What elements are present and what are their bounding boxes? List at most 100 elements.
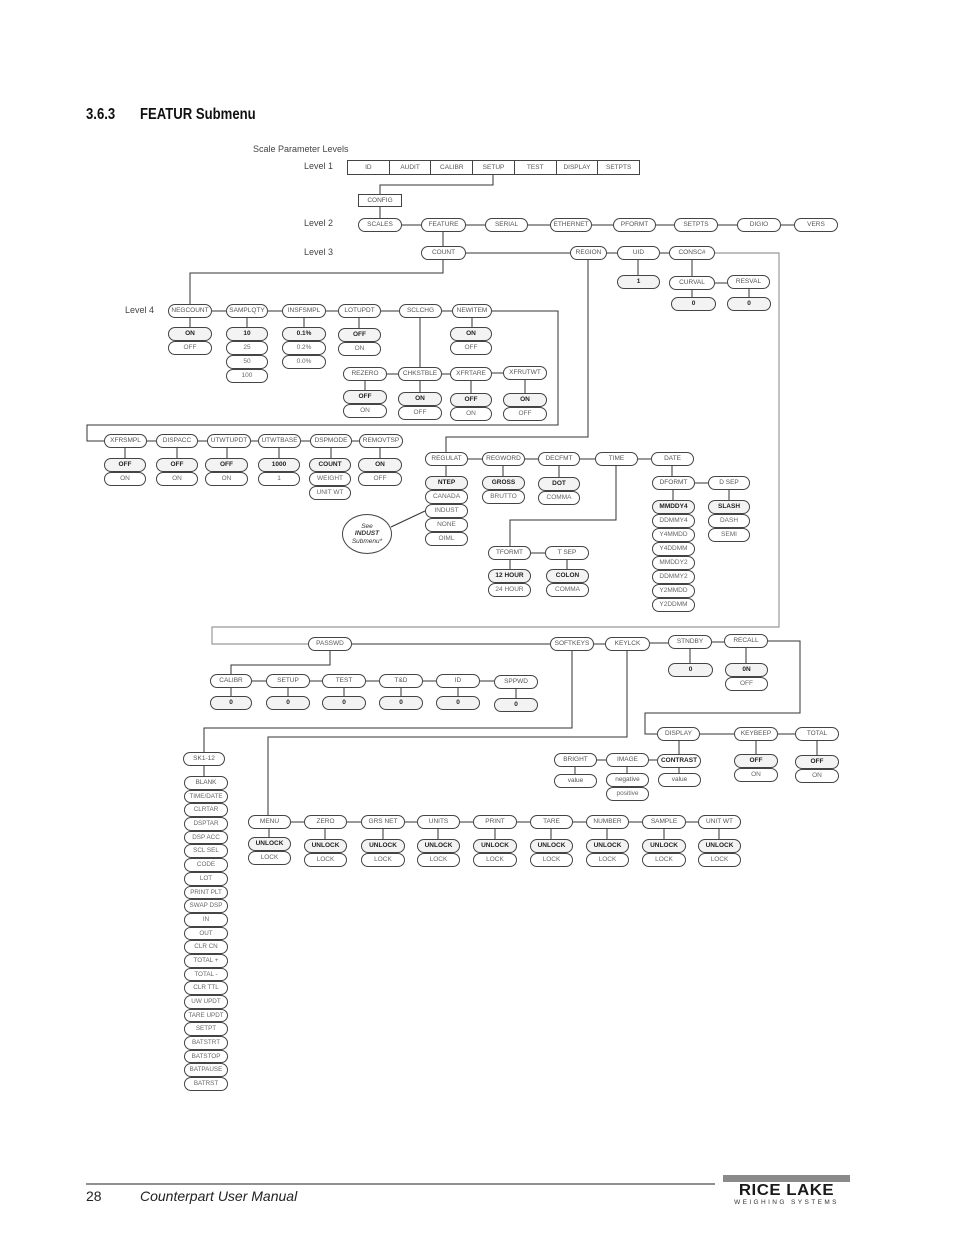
regulat-options: NTEP CANADA INDUST NONE OIML bbox=[425, 476, 468, 546]
node-kl-tare: TARE bbox=[530, 815, 573, 829]
page-number: 28 bbox=[86, 1188, 102, 1204]
utwtbase-options: 1000 1 bbox=[258, 458, 300, 486]
contrast-options: value bbox=[658, 773, 701, 787]
option: positive bbox=[606, 787, 649, 801]
option: COLON bbox=[546, 569, 589, 583]
node-xfrutwt: XFRUTWT bbox=[503, 366, 547, 380]
option: 25 bbox=[226, 341, 268, 355]
bright-options: value bbox=[554, 774, 597, 788]
level-1-label: Level 1 bbox=[304, 161, 334, 171]
option: TOTAL + bbox=[184, 953, 228, 968]
insfsmpl-options: 0.1% 0.2% 0.0% bbox=[282, 327, 326, 369]
note-line-3: Submenu* bbox=[351, 537, 383, 545]
node-setpts: SETPTS bbox=[674, 218, 718, 232]
logo-bar-icon bbox=[723, 1175, 850, 1182]
node-dspmode: DSPMODE bbox=[310, 434, 352, 448]
image-options: negative positive bbox=[606, 773, 649, 801]
node-pw-sppwd: SPPWD bbox=[494, 675, 538, 689]
pw-test-value: 0 bbox=[322, 696, 366, 710]
node-count: COUNT bbox=[421, 246, 466, 260]
option: ON bbox=[338, 342, 381, 356]
node-dispacc: DISPACC bbox=[156, 434, 198, 448]
negcount-options: ON OFF bbox=[168, 327, 212, 355]
option: LOCK bbox=[473, 853, 517, 867]
option: 1 bbox=[258, 472, 300, 486]
pw-id-value: 0 bbox=[436, 696, 480, 710]
option: UNLOCK bbox=[473, 839, 517, 853]
dispacc-options: OFF ON bbox=[156, 458, 198, 486]
node-curval: CURVAL bbox=[669, 276, 715, 290]
option: WEIGHT bbox=[309, 472, 351, 486]
node-ethernet: ETHERNET bbox=[550, 218, 592, 232]
option: OFF bbox=[398, 406, 442, 420]
option: LOCK bbox=[642, 853, 686, 867]
node-sk1-12: SK1-12 bbox=[183, 752, 225, 766]
option: UNLOCK bbox=[698, 839, 741, 853]
node-passwd: PASSWD bbox=[308, 637, 352, 651]
option: 0.0% bbox=[282, 355, 326, 369]
level-3-label: Level 3 bbox=[304, 247, 334, 257]
option: UNLOCK bbox=[642, 839, 686, 853]
option: CLR CN bbox=[184, 940, 228, 954]
keybeep-options: OFF ON bbox=[734, 754, 778, 782]
node-bright: BRIGHT bbox=[554, 753, 597, 767]
menu-id: ID bbox=[348, 161, 390, 174]
node-pw-calibr: CALIBR bbox=[210, 674, 252, 688]
option: ON bbox=[156, 472, 198, 486]
option: UNLOCK bbox=[417, 839, 460, 853]
node-date: DATE bbox=[651, 452, 694, 466]
node-kl-sample: SAMPLE bbox=[642, 815, 686, 829]
option: UNLOCK bbox=[361, 839, 405, 853]
node-negcount: NEGCOUNT bbox=[168, 304, 212, 318]
section-number: 3.6.3 bbox=[86, 106, 116, 123]
option: OFF bbox=[104, 458, 146, 472]
option: UNLOCK bbox=[586, 839, 629, 853]
regword-options: GROSS BRUTTO bbox=[482, 476, 525, 504]
diagram-caption: Scale Parameter Levels bbox=[253, 144, 349, 154]
option: ON bbox=[450, 407, 492, 421]
option: OFF bbox=[358, 472, 402, 486]
option: TOTAL - bbox=[184, 967, 228, 982]
option: CLR TTL bbox=[184, 981, 228, 995]
xfrutwt-options: ON OFF bbox=[503, 393, 547, 421]
option: 0N bbox=[725, 663, 768, 677]
option: SLASH bbox=[708, 500, 750, 514]
option: Y4DDMM bbox=[652, 542, 695, 556]
option: ON bbox=[503, 393, 547, 407]
option: ON bbox=[734, 768, 778, 782]
option: UNLOCK bbox=[248, 837, 291, 851]
node-sclchg: SCLCHG bbox=[399, 304, 442, 318]
option: CANADA bbox=[425, 490, 468, 504]
node-xfrsmpl: XFRSMPL bbox=[104, 434, 147, 448]
option: LOCK bbox=[304, 853, 347, 867]
node-xfrtare: XFRTARE bbox=[450, 367, 492, 381]
tsep-options: COLON COMMA bbox=[546, 569, 589, 597]
kl-units-options: UNLOCK LOCK bbox=[417, 839, 460, 867]
option: 0 bbox=[210, 696, 252, 710]
note-line-2: INDUST bbox=[354, 530, 380, 538]
option: DOT bbox=[538, 477, 580, 491]
node-keybeep: KEYBEEP bbox=[734, 727, 778, 741]
node-keylck: KEYLCK bbox=[605, 637, 650, 651]
node-feature: FEATURE bbox=[421, 218, 466, 232]
option: UNIT WT bbox=[309, 486, 351, 500]
kl-sample-options: UNLOCK LOCK bbox=[642, 839, 686, 867]
node-utwtupdt: UTWTUPDT bbox=[207, 434, 251, 448]
node-image: IMAGE bbox=[606, 753, 649, 767]
uid-options: 1 bbox=[617, 275, 660, 289]
option: UNLOCK bbox=[530, 839, 573, 853]
node-digio: DIGIO bbox=[737, 218, 781, 232]
menu-setpts: SETPTS bbox=[606, 164, 632, 171]
stndby-options: 0 bbox=[668, 663, 713, 677]
option: UW UPDT bbox=[184, 995, 228, 1009]
option: BATRST bbox=[184, 1077, 228, 1091]
option: 0 bbox=[436, 696, 480, 710]
recall-options: 0N OFF bbox=[725, 663, 768, 691]
option: LOCK bbox=[417, 853, 460, 867]
node-tsep: T SEP bbox=[545, 546, 589, 560]
option: 0 bbox=[727, 297, 771, 311]
option: OFF bbox=[343, 390, 387, 404]
option: 1 bbox=[617, 275, 660, 289]
node-kl-zero: ZERO bbox=[304, 815, 347, 829]
